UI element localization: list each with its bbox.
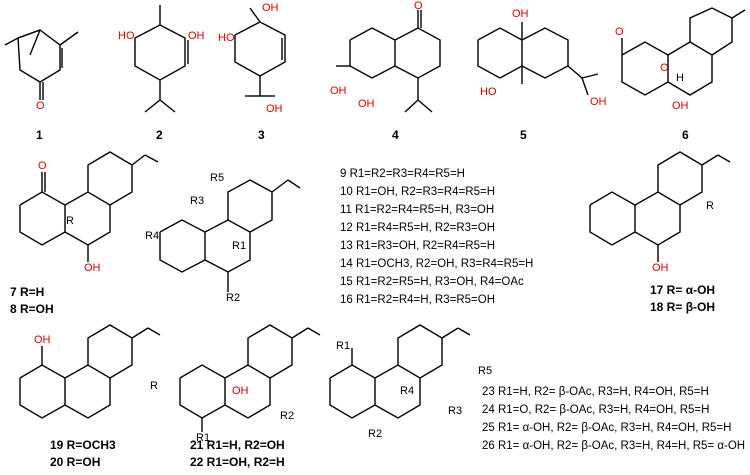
atom-oh: OH	[512, 8, 529, 20]
atom-r1: R1	[336, 340, 351, 352]
atom-oh: OH	[84, 262, 101, 274]
atom-oh: OH	[188, 30, 205, 42]
atom-oh: OH	[652, 262, 669, 274]
atom-r2: R2	[368, 428, 383, 440]
compound-label-18: 18 R= β-OH	[650, 300, 716, 314]
compound-label-2: 2	[156, 128, 163, 142]
atom-oh: OH	[34, 334, 51, 346]
atom-r1: R1	[232, 240, 247, 252]
atom-oxygen: O	[660, 62, 669, 74]
atom-oh: OH	[590, 96, 607, 108]
atom-oh: OH	[330, 85, 347, 97]
compound-label-21: 21 R1=H, R2=OH	[190, 438, 285, 452]
compound-label-3: 3	[258, 128, 265, 142]
atom-r4: R4	[400, 385, 415, 397]
atom-r4: R4	[145, 230, 160, 242]
compound-label-7: 7 R=H	[10, 285, 45, 299]
compound-label-4: 4	[392, 128, 399, 142]
atom-r: R	[706, 200, 714, 212]
compound-label-5: 5	[520, 128, 527, 142]
atom-r2: R2	[280, 410, 295, 422]
compound-label-13: 13 R1=R3=OH, R2=R4=R5=H	[340, 240, 496, 252]
compound-label-20: 20 R=OH	[50, 455, 101, 469]
atom-ho: HO	[118, 30, 135, 42]
structure-4	[336, 10, 441, 113]
compound-label-8: 8 R=OH	[10, 302, 54, 316]
atom-oh: OH	[266, 103, 283, 115]
atom-r3: R3	[448, 405, 463, 417]
atom-r5: R5	[478, 365, 493, 377]
atom-r1: R1	[196, 432, 211, 444]
compound-label-25: 25 R1= α-OH, R2= β-OAc, R3=H, R4=OH, R5=…	[482, 422, 732, 434]
atom-oh: OH	[232, 385, 249, 397]
atom-r: R	[150, 380, 158, 392]
atom-ho: HO	[480, 86, 497, 98]
compound-label-14: 14 R1=OCH3, R2=OH, R3=R4=R5=H	[340, 258, 534, 270]
atom-oxygen: O	[414, 0, 423, 12]
compound-label-26: 26 R1= α-OH, R2= β-OAc, R3=H, R4=H, R5= …	[482, 440, 746, 452]
atom-oh: OH	[262, 2, 279, 14]
atom-oxygen: O	[38, 160, 47, 172]
atom-oxygen: O	[36, 100, 45, 112]
structure-7-8	[19, 151, 159, 262]
compound-label-24: 24 R1=O, R2= β-OAc, R3=H, R4=OH, R5=H	[482, 404, 710, 416]
atom-r5: R5	[210, 172, 225, 184]
compound-label-11: 11 R1=R2=R4=R5=H, R3=OH	[340, 204, 495, 216]
compound-label-16: 16 R1=R2=R4=H, R3=R5=OH	[340, 294, 496, 306]
structure-2	[134, 5, 189, 113]
compound-label-15: 15 R1=R2=R5=H, R3=OH, R4=OAc	[340, 276, 524, 288]
compound-label-1: 1	[36, 128, 43, 142]
structure-21-22	[179, 324, 321, 432]
atom-oxygen: O	[615, 26, 624, 38]
structure-3	[234, 7, 286, 97]
compound-label-9: 9 R1=R2=R3=R4=R5=H	[340, 168, 465, 180]
structure-9-16	[159, 179, 301, 292]
structure-17-18	[589, 151, 731, 262]
atom-r2: R2	[226, 292, 241, 304]
atom-r3: R3	[190, 195, 205, 207]
compound-label-23: 23 R1=H, R2= β-OAc, R3=H, R4=OH, R5=H	[482, 386, 709, 398]
atom-ho: HO	[218, 32, 235, 44]
compound-label-19: 19 R=OCH3	[50, 438, 116, 452]
structure-23-26	[329, 324, 471, 419]
structure-6	[621, 7, 746, 96]
compound-label-6: 6	[682, 128, 689, 142]
atom-oh: OH	[672, 100, 689, 112]
compound-label-10: 10 R1=OH, R2=R3=R4=R5=H	[340, 186, 496, 198]
compound-label-17: 17 R= α-OH	[650, 283, 716, 297]
structure-5	[477, 22, 599, 96]
structure-19-20	[19, 324, 161, 419]
atom-h: H	[676, 72, 684, 84]
atom-r: R	[66, 215, 74, 227]
compound-label-22: 22 R1=OH, R2=H	[190, 455, 285, 469]
structure-1	[4, 29, 79, 100]
atom-oh: OH	[358, 98, 375, 110]
compound-label-12: 12 R1=R4=R5=H, R2=R3=OH	[340, 222, 496, 234]
